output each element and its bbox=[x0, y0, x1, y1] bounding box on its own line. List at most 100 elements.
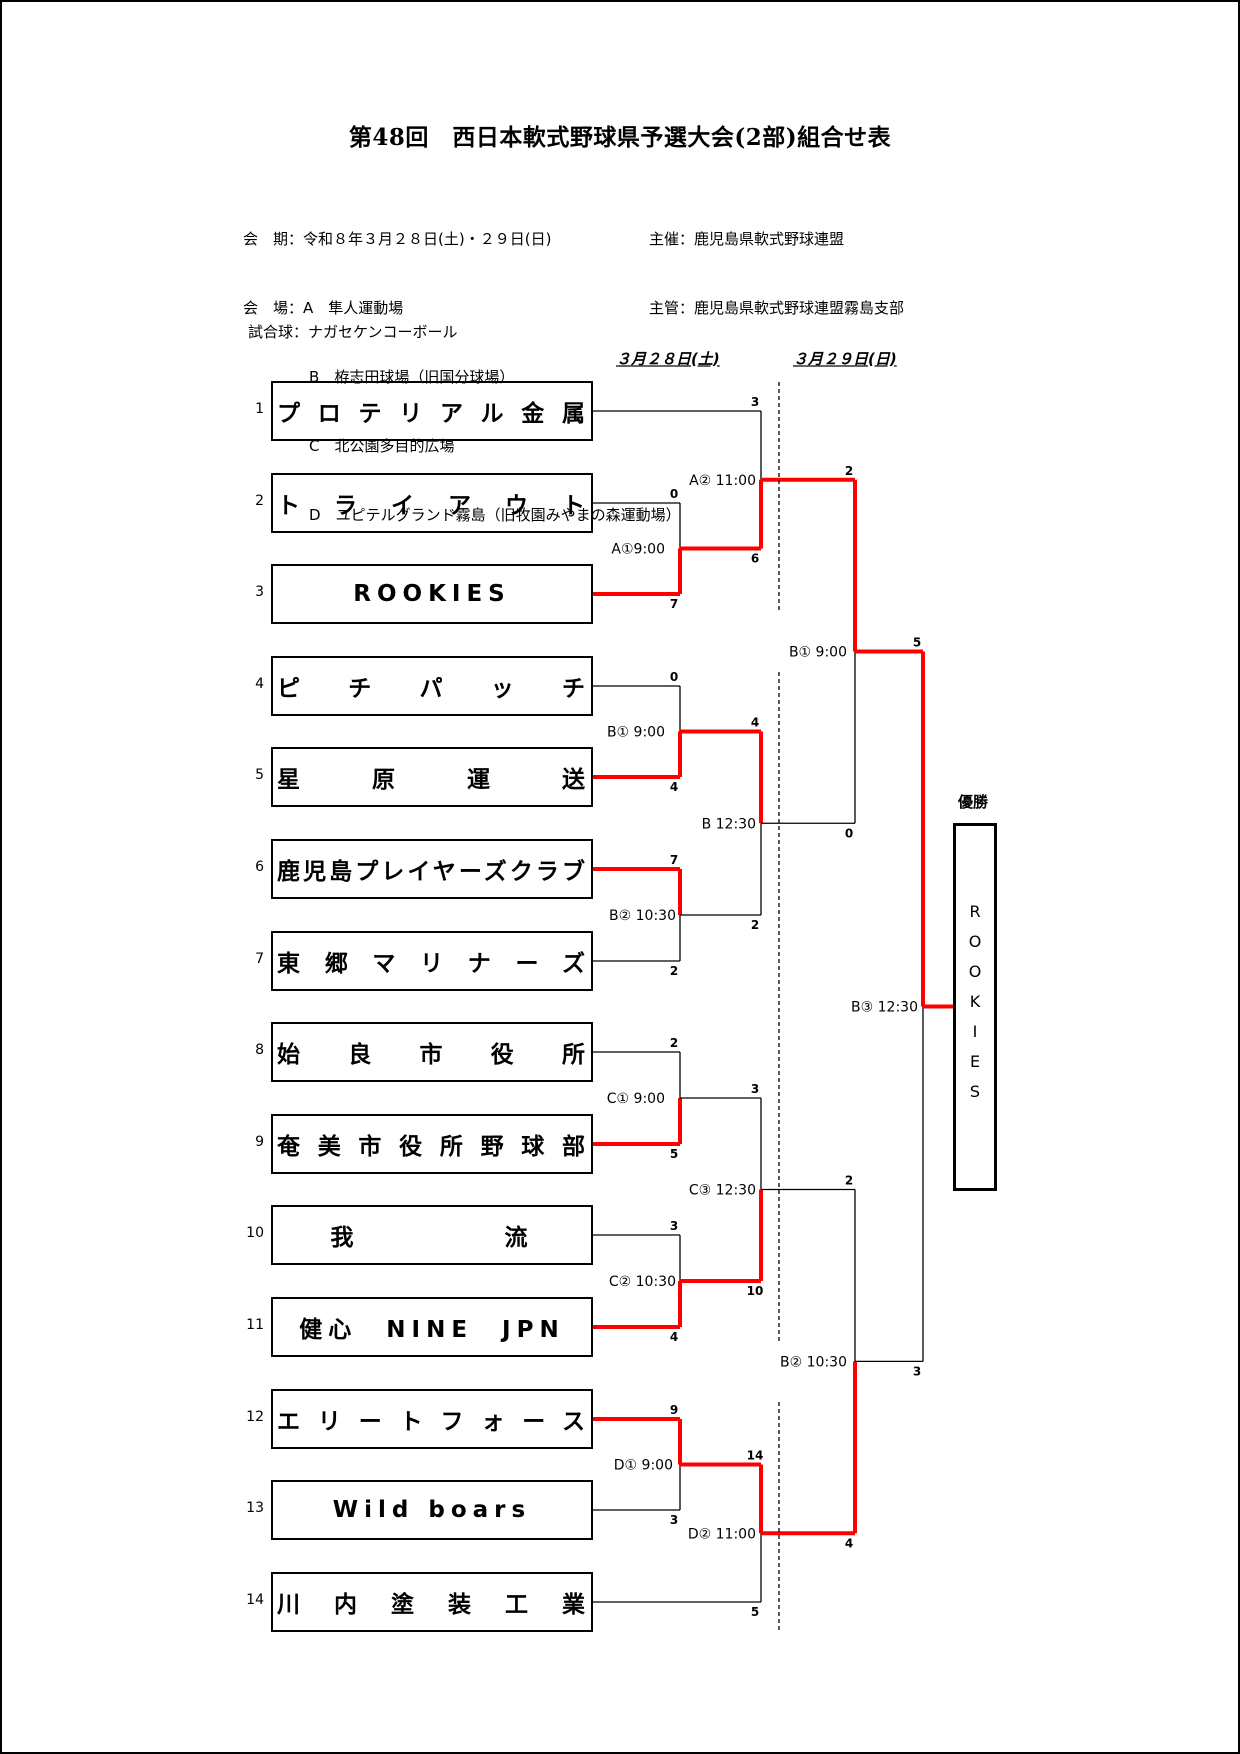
team-number: 6 bbox=[255, 859, 264, 875]
organizer-info: 主催：鹿児島県軟式野球連盟 主管：鹿児島県軟式野球連盟霧島支部 bbox=[649, 182, 904, 343]
team-name: ROOKIES bbox=[353, 581, 511, 607]
team-number: 13 bbox=[246, 1500, 264, 1516]
team-name: 健心 NINE JPN bbox=[299, 1317, 565, 1343]
score-top: 0 bbox=[670, 487, 678, 501]
venue-row-c: C 北公園多目的広場 bbox=[243, 435, 681, 458]
team-number: 7 bbox=[255, 951, 264, 967]
team-box: 我 流 bbox=[271, 1205, 593, 1265]
period-row: 会 期：令和８年３月２８日(土)・２９日(日) bbox=[243, 228, 681, 251]
team-number: 10 bbox=[246, 1225, 264, 1241]
venue-code: D bbox=[309, 506, 321, 524]
match-label: B② 10:30 bbox=[780, 1354, 847, 1370]
score-top: 7 bbox=[670, 853, 678, 867]
venue-name: 北公園多目的広場 bbox=[334, 437, 455, 455]
team-box: 鹿児島プレイヤーズクラブ bbox=[271, 839, 593, 899]
venue-name: 隼人運動場 bbox=[328, 299, 404, 317]
period-label: 会 期： bbox=[243, 230, 304, 248]
score-bottom: 4 bbox=[670, 780, 678, 794]
period-value: 令和８年３月２８日(土)・２９日(日) bbox=[303, 230, 552, 248]
score-top: 0 bbox=[670, 670, 678, 684]
match-label: B③ 12:30 bbox=[851, 999, 918, 1015]
team-box: 川内塗装工業 bbox=[271, 1572, 593, 1632]
team-name: 我 流 bbox=[330, 1225, 534, 1251]
team-name: プロテリアル金属 bbox=[277, 401, 587, 427]
team-box: エリートフォース bbox=[271, 1389, 593, 1449]
score-bottom: 5 bbox=[670, 1147, 678, 1161]
team-number: 9 bbox=[255, 1134, 264, 1150]
team-number: 2 bbox=[255, 493, 264, 509]
venue-row-d: D ユピテルグランド霧島（旧牧園みやまの森運動場） bbox=[243, 504, 681, 527]
team-number: 12 bbox=[246, 1409, 264, 1425]
score-bottom: 4 bbox=[670, 1330, 678, 1344]
team-box: 始良市役所 bbox=[271, 1022, 593, 1082]
score-top: 3 bbox=[751, 395, 759, 409]
team-box: 健心 NINE JPN bbox=[271, 1297, 593, 1357]
match-label: D② 11:00 bbox=[688, 1526, 756, 1542]
score-bottom: 3 bbox=[913, 1364, 921, 1378]
score-top: 2 bbox=[670, 1036, 678, 1050]
champion-box: ROOKIES bbox=[953, 823, 997, 1191]
official-ball: 試合球：ナガセケンコーボール bbox=[248, 323, 458, 341]
team-name: 東郷マリナーズ bbox=[277, 951, 587, 977]
day-header-1: ３月２８日(土) bbox=[616, 350, 720, 368]
venue-name: ユピテルグランド霧島（旧牧園みやまの森運動場） bbox=[335, 506, 681, 524]
score-top: 4 bbox=[751, 716, 759, 730]
score-bottom: 2 bbox=[751, 918, 759, 932]
match-label: D① 9:00 bbox=[614, 1458, 673, 1474]
team-box: Wild boars bbox=[271, 1480, 593, 1540]
venue-code: B bbox=[309, 368, 320, 386]
score-bottom: 2 bbox=[670, 964, 678, 978]
team-box: プロテリアル金属 bbox=[271, 381, 593, 441]
team-number: 5 bbox=[255, 767, 264, 783]
team-number: 1 bbox=[255, 401, 264, 417]
score-top: 2 bbox=[845, 1174, 853, 1188]
team-number: 11 bbox=[246, 1317, 264, 1333]
score-top: 3 bbox=[751, 1082, 759, 1096]
champion-label: 優勝 bbox=[958, 793, 989, 811]
team-name: 鹿児島プレイヤーズクラブ bbox=[277, 859, 587, 885]
day-header-2: ３月２９日(日) bbox=[793, 350, 897, 368]
match-label: B① 9:00 bbox=[789, 645, 847, 661]
match-label: C① 9:00 bbox=[607, 1091, 665, 1107]
team-box: ピチパッチ bbox=[271, 656, 593, 716]
page-title: 第48回 西日本軟式野球県予選大会(2部)組合せ表 bbox=[348, 124, 892, 151]
score-bottom: 4 bbox=[845, 1536, 853, 1550]
score-top: 3 bbox=[670, 1219, 678, 1233]
host: 主催：鹿児島県軟式野球連盟 bbox=[649, 230, 845, 248]
team-number: 4 bbox=[255, 676, 264, 692]
team-box: ROOKIES bbox=[271, 564, 593, 624]
team-name: エリートフォース bbox=[277, 1409, 587, 1435]
team-name: 始良市役所 bbox=[277, 1042, 587, 1068]
team-name: Wild boars bbox=[332, 1497, 532, 1523]
match-label: C② 10:30 bbox=[609, 1274, 676, 1290]
score-top: 14 bbox=[747, 1449, 764, 1463]
score-bottom: 3 bbox=[670, 1513, 678, 1527]
score-top: 9 bbox=[670, 1403, 678, 1417]
organizer: 主管：鹿児島県軟式野球連盟霧島支部 bbox=[649, 299, 905, 317]
team-number: 3 bbox=[255, 584, 264, 600]
match-label: C③ 12:30 bbox=[689, 1183, 756, 1199]
match-label: B② 10:30 bbox=[609, 908, 676, 924]
venue-row-a: 会 場：A 隼人運動場 bbox=[243, 297, 681, 320]
score-bottom: 6 bbox=[751, 552, 759, 566]
team-name: トライアウト bbox=[277, 493, 587, 519]
team-name: 川内塗装工業 bbox=[277, 1592, 587, 1618]
team-box: トライアウト bbox=[271, 473, 593, 533]
score-bottom: 0 bbox=[845, 826, 853, 840]
venue-label: 会 場： bbox=[243, 299, 304, 317]
match-label: B① 9:00 bbox=[607, 725, 665, 741]
match-label: A①9:00 bbox=[611, 542, 665, 558]
team-name: ピチパッチ bbox=[277, 676, 587, 702]
team-number: 14 bbox=[246, 1592, 264, 1608]
team-number: 8 bbox=[255, 1042, 264, 1058]
team-name: 星原運送 bbox=[277, 767, 587, 793]
score-bottom: 7 bbox=[670, 597, 678, 611]
score-top: 5 bbox=[913, 636, 921, 650]
score-top: 2 bbox=[845, 464, 853, 478]
score-bottom: 10 bbox=[747, 1284, 764, 1298]
venue-code: C bbox=[309, 437, 320, 455]
match-label: A② 11:00 bbox=[689, 473, 756, 489]
team-name: 奄美市役所野球部 bbox=[277, 1134, 587, 1160]
